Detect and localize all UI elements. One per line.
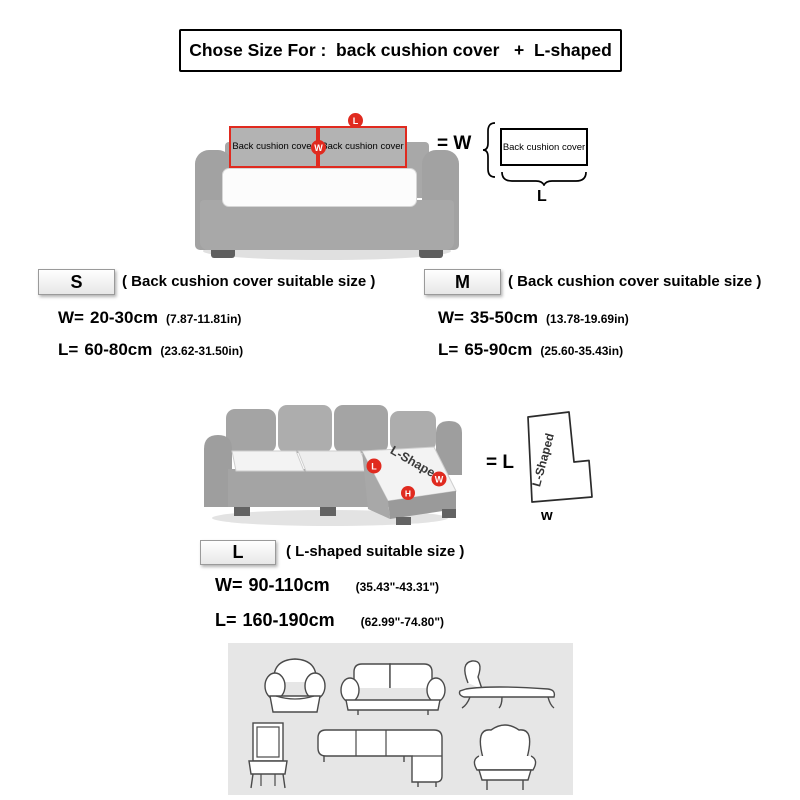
back-cushion-label: Back cushion cover: [232, 140, 315, 152]
w-inches: (7.87-11.81in): [166, 312, 242, 326]
size-l-length-row: L=160-190cm (62.99"-74.80"): [215, 610, 444, 631]
w-label: W=: [438, 308, 464, 327]
size-m-badge: M: [424, 269, 501, 295]
svg-text:L: L: [371, 462, 377, 472]
wingback-chair-icon: [473, 724, 537, 790]
width-dimension-label: w: [541, 507, 553, 524]
l-shaped-sofa-illustration: L-Shaped L W H: [204, 405, 462, 526]
l-label: L=: [215, 610, 237, 630]
width-marker: W: [431, 471, 447, 487]
page-title: Chose Size For : back cushion cover + L-…: [189, 40, 612, 60]
length-marker: L: [366, 458, 382, 474]
chaise-lounge-icon: [458, 660, 556, 709]
l-value: 65-90cm: [464, 340, 533, 359]
back-cushion-cover-right: Back cushion cover: [318, 126, 407, 168]
sectional-sofa-icon: [317, 729, 443, 787]
size-s-section: S ( Back cushion cover suitable size ) W…: [0, 262, 400, 372]
size-m-length-row: L= 65-90cm (25.60-35.43in): [438, 340, 623, 360]
l-shape-outline: L-Shaped: [527, 411, 593, 503]
l-shaped-diagram: L-Shaped L W H = L L-Shaped w: [0, 395, 800, 535]
size-l-badge: L: [200, 540, 276, 565]
width-marker: W: [311, 140, 326, 155]
size-s-heading: ( Back cushion cover suitable size ): [122, 273, 376, 290]
size-m-width-row: W= 35-50cm (13.78-19.69in): [438, 308, 629, 328]
l-label: L=: [58, 340, 79, 359]
equals-w-label: = W: [437, 133, 472, 154]
w-value: 35-50cm: [469, 308, 539, 327]
size-l-section: L ( L-shaped suitable size ) W=90-110cm (…: [0, 533, 800, 643]
title-box: Chose Size For : back cushion cover + L-…: [179, 29, 622, 72]
length-marker: L: [348, 113, 363, 128]
l-label: L=: [438, 340, 459, 359]
back-cushion-cover-left: Back cushion cover: [229, 126, 318, 168]
size-s-length-row: L= 60-80cm (23.62-31.50in): [58, 340, 243, 360]
bottom-brace-icon: [501, 171, 587, 186]
furniture-gallery: [228, 643, 573, 795]
back-cushion-diagram: Back cushion cover Back cushion cover L …: [0, 105, 800, 270]
size-l-width-row: W=90-110cm (35.43"-43.31"): [215, 575, 439, 596]
length-dimension-label: L: [537, 188, 547, 205]
size-l-heading: ( L-shaped suitable size ): [286, 543, 465, 560]
l-value: 60-80cm: [84, 340, 153, 359]
club-chair-icon: [264, 658, 326, 713]
w-label: W=: [215, 575, 243, 595]
w-inches: (35.43"-43.31"): [355, 580, 440, 594]
l-value: 160-190cm: [242, 610, 335, 630]
side-chair-icon: [248, 722, 288, 789]
sofa-foot: [211, 250, 235, 258]
l-inches: (25.60-35.43in): [540, 344, 624, 358]
w-inches: (13.78-19.69in): [546, 312, 629, 326]
svg-text:W: W: [435, 475, 444, 485]
w-value: 20-30cm: [89, 308, 159, 327]
sofa-base: [200, 200, 454, 250]
sofa-illustration: Back cushion cover Back cushion cover L …: [195, 112, 459, 262]
left-brace-icon: [482, 122, 496, 178]
height-marker: H: [401, 486, 415, 500]
size-s-badge: S: [38, 269, 115, 295]
back-cushion-cover-box: Back cushion cover: [500, 128, 588, 166]
equals-l-label: = L: [486, 452, 514, 473]
l-inches: (23.62-31.50in): [160, 344, 244, 358]
size-s-width-row: W= 20-30cm (7.87-11.81in): [58, 308, 241, 328]
seat-cushion: [222, 168, 417, 207]
size-m-section: M ( Back cushion cover suitable size ) W…: [400, 262, 800, 372]
l-inches: (62.99"-74.80"): [360, 615, 445, 629]
sofa-icon: [340, 663, 446, 715]
sofa-foot: [419, 250, 443, 258]
back-cushion-label: Back cushion cover: [321, 140, 404, 152]
w-value: 90-110cm: [248, 575, 330, 595]
w-label: W=: [58, 308, 84, 327]
svg-text:H: H: [405, 489, 411, 499]
cover-box-label: Back cushion cover: [502, 141, 586, 153]
size-m-heading: ( Back cushion cover suitable size ): [508, 273, 762, 290]
